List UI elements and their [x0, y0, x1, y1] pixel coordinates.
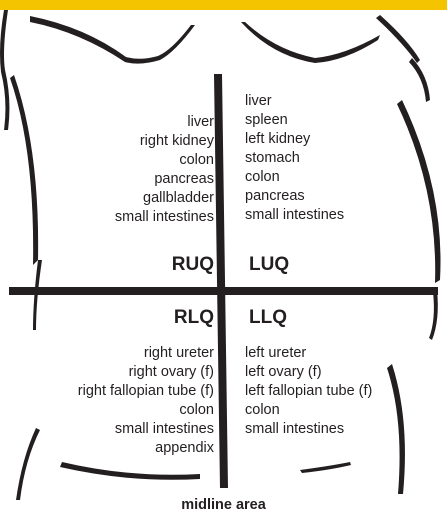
ruq-organ-item: small intestines	[115, 208, 214, 227]
llq-organ-item: left ovary (f)	[245, 363, 372, 382]
ruq-organ-item: right kidney	[115, 132, 214, 151]
left-waist-stroke	[10, 75, 38, 265]
rlq-organ-item: appendix	[78, 439, 214, 458]
right-groin-stroke	[300, 462, 351, 473]
ruq-label: RUQ	[172, 254, 214, 276]
rlq-organ-item: right ovary (f)	[78, 363, 214, 382]
left-groin-stroke	[60, 462, 200, 480]
left-pectoral-stroke	[30, 16, 195, 64]
luq-organ-item: liver	[245, 92, 344, 111]
ruq-organ-item: pancreas	[115, 170, 214, 189]
llq-label: LLQ	[249, 307, 287, 329]
right-chest-stroke	[376, 15, 420, 63]
vertical-midline	[214, 74, 228, 488]
left-flank-stroke	[0, 10, 9, 130]
right-waist-stroke	[397, 100, 441, 283]
llq-organ-item: left fallopian tube (f)	[245, 382, 372, 401]
luq-organ-item: pancreas	[245, 187, 344, 206]
ruq-organ-item: liver	[115, 113, 214, 132]
rlq-organ-item: colon	[78, 401, 214, 420]
rlq-label: RLQ	[174, 307, 214, 329]
rlq-organ-item: right fallopian tube (f)	[78, 382, 214, 401]
ruq-organ-item: colon	[115, 151, 214, 170]
llq-organ-item: small intestines	[245, 420, 372, 439]
midline-label: midline area	[0, 497, 447, 513]
luq-organ-item: left kidney	[245, 130, 344, 149]
right-hip-stroke	[429, 290, 438, 340]
luq-organ-item: stomach	[245, 149, 344, 168]
right-flank-stroke	[409, 58, 430, 102]
llq-organ-item: left ureter	[245, 344, 372, 363]
llq-organ-item: colon	[245, 401, 372, 420]
right-pectoral-stroke	[241, 22, 380, 63]
rlq-organ-item: small intestines	[78, 420, 214, 439]
ruq-organ-item: gallbladder	[115, 189, 214, 208]
right-lower-stroke	[387, 364, 405, 494]
luq-label: LUQ	[249, 254, 289, 276]
luq-organ-item: colon	[245, 168, 344, 187]
luq-organ-item: small intestines	[245, 206, 344, 225]
left-lower-stroke	[16, 428, 40, 500]
rlq-organ-item: right ureter	[78, 344, 214, 363]
horizontal-divider	[9, 287, 438, 295]
luq-organ-item: spleen	[245, 111, 344, 130]
